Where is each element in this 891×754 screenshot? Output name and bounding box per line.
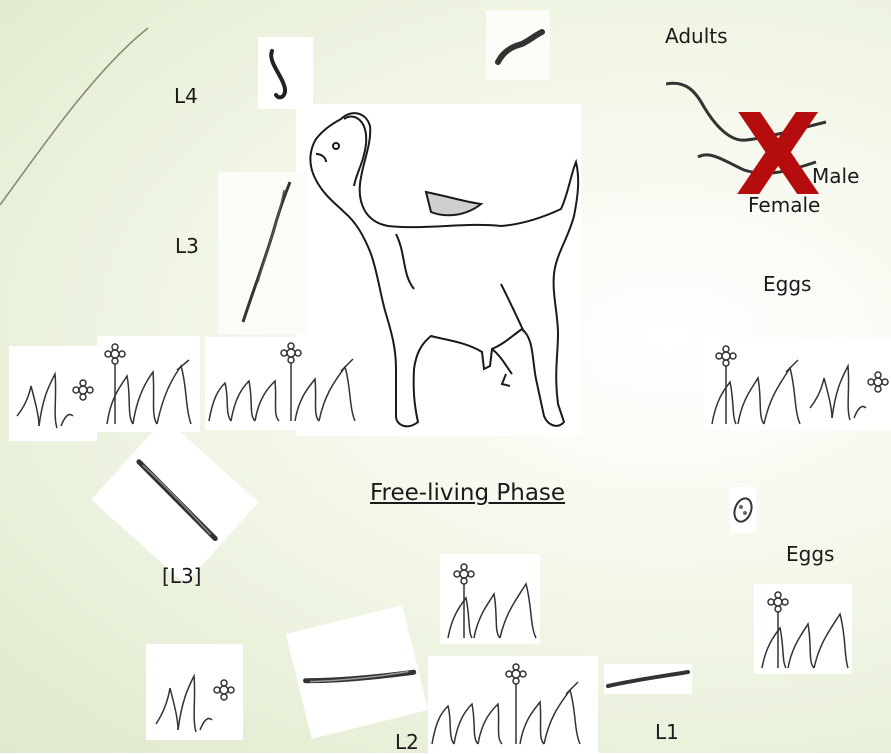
free-living-phase-label: Free-living Phase	[370, 480, 565, 506]
grass-flower-icon	[704, 338, 804, 430]
egg-icon	[730, 487, 756, 533]
l3-label: L3	[175, 234, 199, 258]
grass-flower-icon	[205, 337, 373, 430]
grass-flower-icon	[428, 656, 598, 753]
grass-flower-icon	[754, 584, 852, 674]
male-label: Male	[812, 164, 859, 188]
grass-flower-icon	[97, 336, 200, 432]
grass-flower-icon	[804, 338, 891, 430]
l4-worm-icon	[258, 37, 313, 109]
l3-larva-icon	[218, 172, 308, 334]
l4-label: L4	[174, 84, 198, 108]
adult-worm-icon	[486, 10, 550, 80]
l1-larva-icon	[604, 664, 692, 694]
adults-label: Adults	[665, 24, 728, 48]
eggs-bottom-label: Eggs	[786, 542, 834, 566]
l1-label: L1	[655, 720, 679, 744]
x-mark: X	[735, 100, 821, 212]
grass-flower-icon	[440, 554, 540, 644]
sheathed-l3-label: [L3]	[162, 564, 201, 588]
l2-label: L2	[395, 730, 419, 754]
grass-flower-icon	[9, 346, 97, 441]
grass-flower-icon	[146, 644, 243, 740]
eggs-top-label: Eggs	[763, 272, 811, 296]
